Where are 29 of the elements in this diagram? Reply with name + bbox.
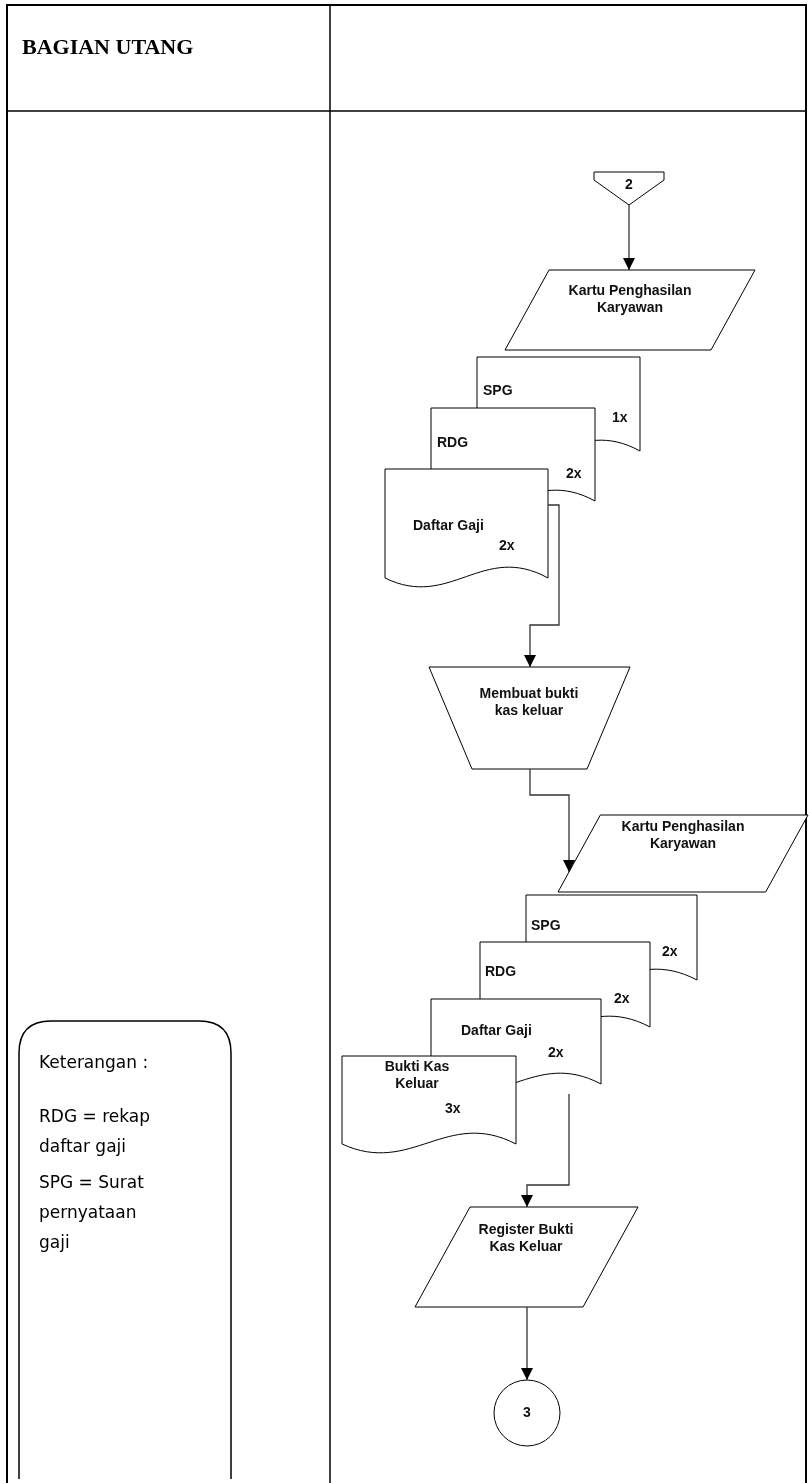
copy-count: 2x — [614, 990, 630, 1007]
node-label: Daftar Gaji — [413, 517, 484, 534]
copy-count: 1x — [612, 409, 628, 426]
node-label: RDG — [485, 963, 517, 980]
node-label: Membuat bukti kas keluar — [478, 685, 580, 719]
node-label: Daftar Gaji — [461, 1022, 532, 1039]
arrow — [529, 768, 575, 873]
node-label: Register Bukti Kas Keluar — [477, 1221, 575, 1255]
node-label: SPG — [483, 382, 513, 399]
note-text: SPG = Surat pernyataan gaji — [39, 1171, 145, 1254]
arrow — [623, 204, 635, 271]
node-label: 2 — [624, 176, 634, 193]
node-label: Kartu Penghasilan Karyawan — [620, 818, 746, 852]
node-label: 3 — [522, 1404, 532, 1421]
node-label: RDG — [437, 434, 469, 451]
node-label: Kartu Penghasilan Karyawan — [567, 282, 693, 316]
copy-count: 2x — [548, 1044, 564, 1061]
note-text: RDG = rekap daftar gaji — [39, 1105, 151, 1158]
arrow — [521, 1306, 533, 1381]
copy-count: 3x — [445, 1100, 461, 1117]
note-heading: Keterangan : — [39, 1051, 150, 1074]
copy-count: 2x — [499, 537, 515, 554]
copy-count: 2x — [566, 465, 582, 482]
node-label: Bukti Kas Keluar — [383, 1058, 451, 1092]
copy-count: 2x — [662, 943, 678, 960]
arrow — [521, 1093, 570, 1208]
arrow — [524, 504, 560, 668]
column-heading: BAGIAN UTANG — [22, 34, 194, 60]
node-label: SPG — [531, 917, 561, 934]
